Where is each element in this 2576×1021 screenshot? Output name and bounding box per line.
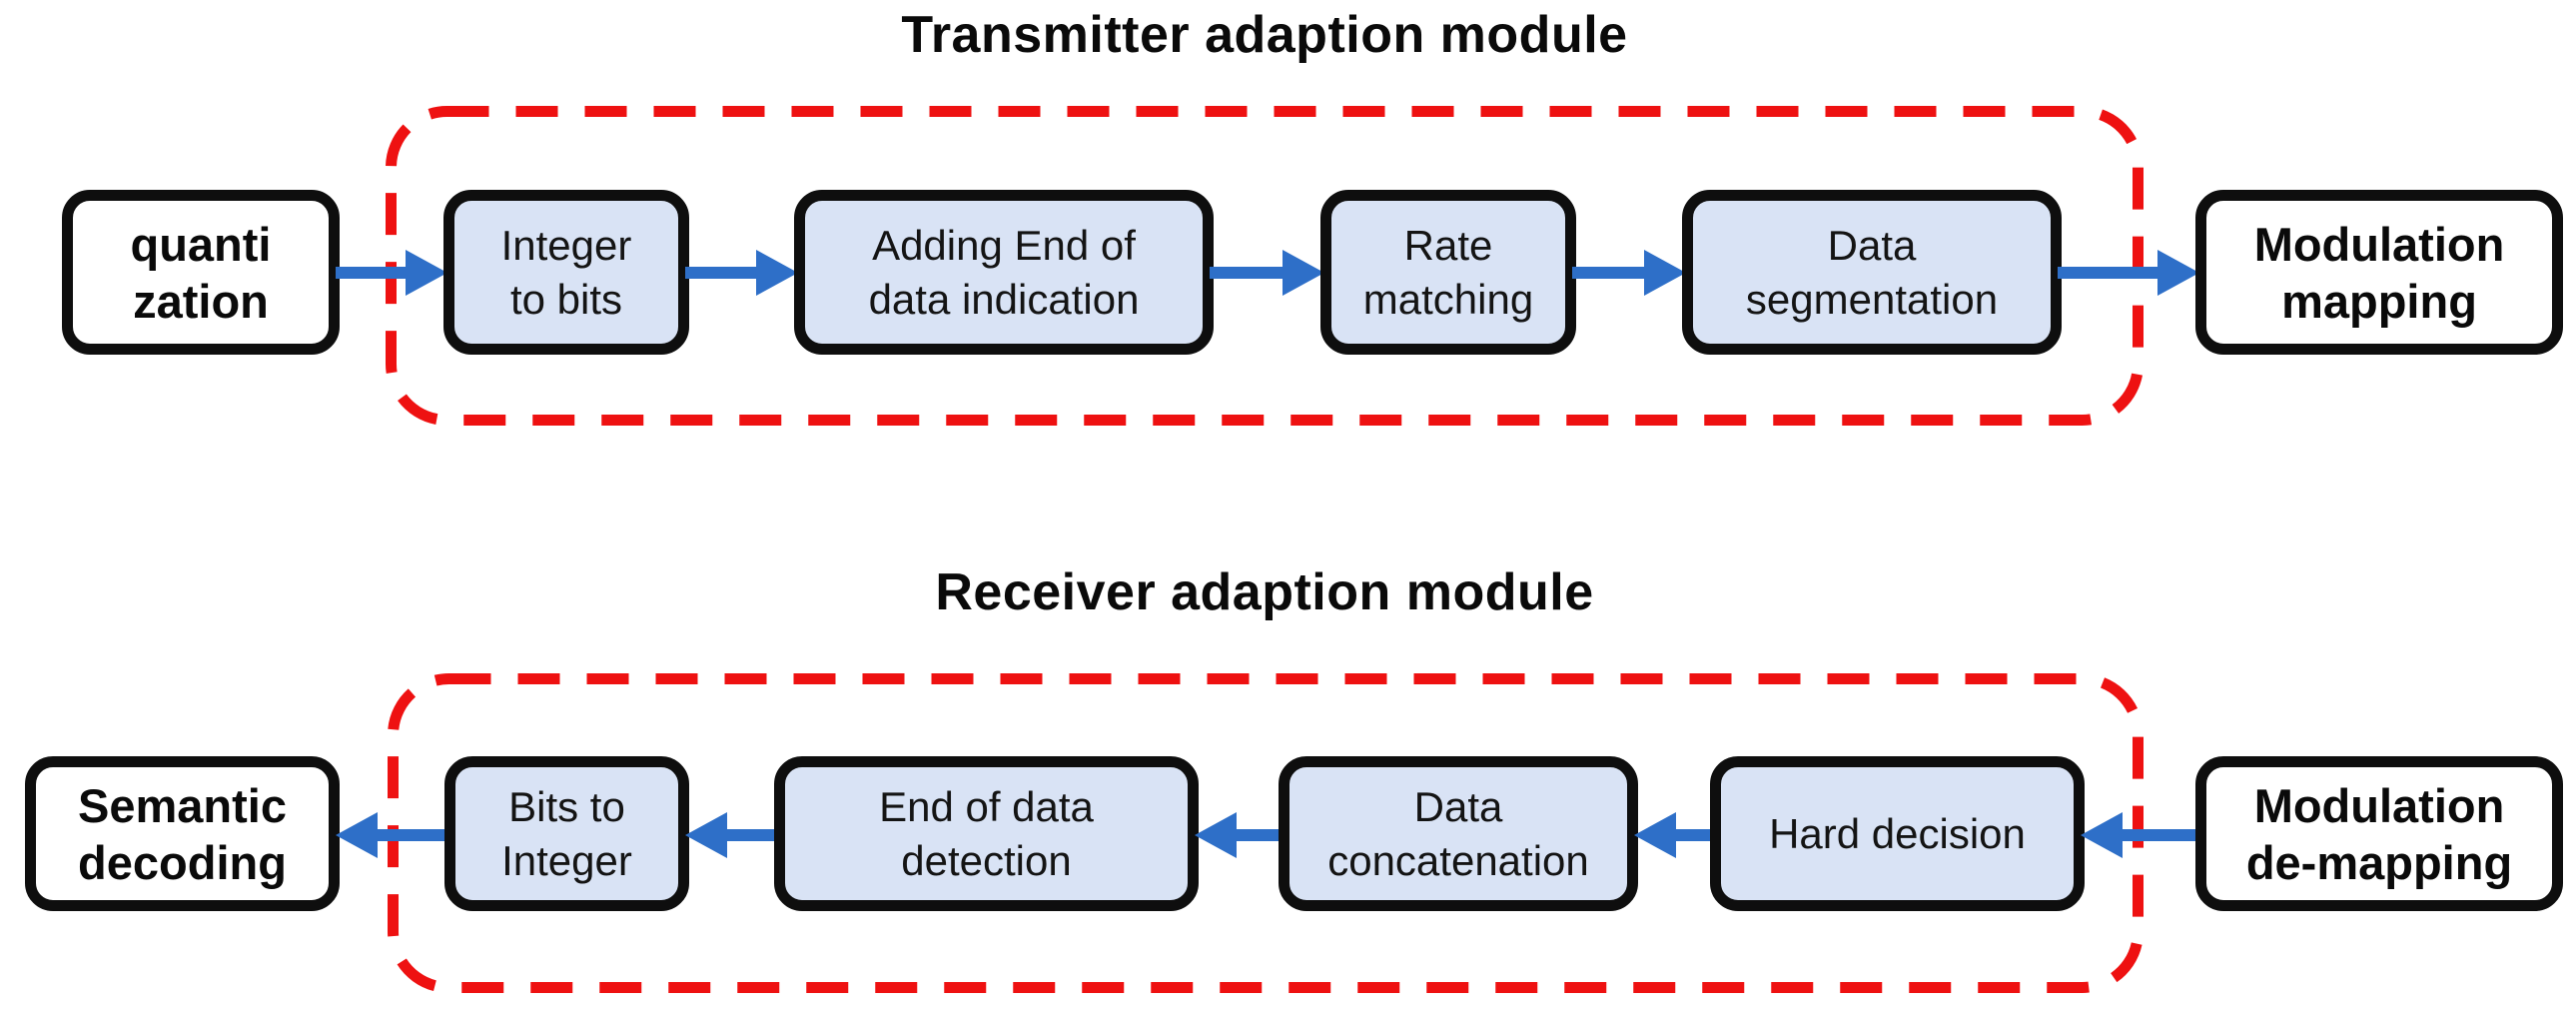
box-data-segmentation: Data segmentation bbox=[1682, 190, 2062, 355]
arrow-stem bbox=[1229, 829, 1283, 841]
arrow-stem bbox=[370, 829, 448, 841]
transmitter-module-title: Transmitter adaption module bbox=[901, 6, 1628, 64]
arrow-stem bbox=[685, 267, 764, 279]
box-semantic-decoding-label: Semantic decoding bbox=[78, 778, 287, 889]
transmitter-module-dashed-outline bbox=[386, 106, 2144, 426]
box-data-concatenation-label: Data concatenation bbox=[1327, 782, 1589, 884]
arrow-right-icon bbox=[685, 250, 798, 296]
arrow-head bbox=[1283, 250, 1324, 296]
box-bits-to-integer-label: Bits to Integer bbox=[501, 782, 632, 884]
arrow-head bbox=[1644, 250, 1686, 296]
box-modulation-de-mapping-label: Modulation de-mapping bbox=[2245, 778, 2513, 889]
box-quantization: quanti zation bbox=[62, 190, 340, 355]
arrow-stem bbox=[719, 829, 778, 841]
box-adding-end-of-data-indication: Adding End of data indication bbox=[794, 190, 1214, 355]
box-rate-matching-label: Rate matching bbox=[1362, 221, 1534, 323]
arrow-left-icon bbox=[2081, 812, 2196, 858]
arrow-head bbox=[1634, 812, 1676, 858]
arrow-right-icon bbox=[1572, 250, 1686, 296]
box-data-segmentation-label: Data segmentation bbox=[1745, 221, 1999, 323]
receiver-module-title: Receiver adaption module bbox=[935, 563, 1594, 621]
box-modulation-de-mapping: Modulation de-mapping bbox=[2195, 756, 2563, 911]
arrow-head bbox=[2157, 250, 2199, 296]
arrow-head bbox=[406, 250, 447, 296]
arrow-left-icon bbox=[685, 812, 778, 858]
arrow-left-icon bbox=[1195, 812, 1283, 858]
box-data-concatenation: Data concatenation bbox=[1279, 756, 1638, 911]
arrow-right-icon bbox=[1210, 250, 1324, 296]
arrow-right-icon bbox=[336, 250, 447, 296]
arrow-right-icon bbox=[2058, 250, 2199, 296]
box-modulation-mapping: Modulation mapping bbox=[2195, 190, 2563, 355]
box-hard-decision-label: Hard decision bbox=[1769, 809, 2026, 857]
arrow-stem bbox=[1572, 267, 1652, 279]
box-end-of-data-detection-label: End of data detection bbox=[879, 782, 1094, 884]
box-integer-to-bits: Integer to bits bbox=[443, 190, 689, 355]
arrow-stem bbox=[2115, 829, 2196, 841]
arrow-head bbox=[685, 812, 727, 858]
box-end-of-data-detection: End of data detection bbox=[774, 756, 1199, 911]
arrow-stem bbox=[336, 267, 414, 279]
arrow-head bbox=[2081, 812, 2123, 858]
box-integer-to-bits-label: Integer to bits bbox=[500, 221, 632, 323]
box-rate-matching: Rate matching bbox=[1320, 190, 1576, 355]
arrow-left-icon bbox=[1634, 812, 1714, 858]
box-hard-decision: Hard decision bbox=[1710, 756, 2085, 911]
arrow-head bbox=[336, 812, 378, 858]
arrow-stem bbox=[2058, 267, 2165, 279]
arrow-head bbox=[1195, 812, 1237, 858]
box-quantization-label: quanti zation bbox=[130, 217, 272, 328]
box-semantic-decoding: Semantic decoding bbox=[25, 756, 340, 911]
box-adding-end-of-data-indication-label: Adding End of data indication bbox=[868, 221, 1140, 323]
arrow-stem bbox=[1210, 267, 1290, 279]
arrow-head bbox=[756, 250, 798, 296]
arrow-stem bbox=[1668, 829, 1714, 841]
box-bits-to-integer: Bits to Integer bbox=[444, 756, 689, 911]
box-modulation-mapping-label: Modulation mapping bbox=[2253, 217, 2505, 328]
arrow-left-icon bbox=[336, 812, 448, 858]
